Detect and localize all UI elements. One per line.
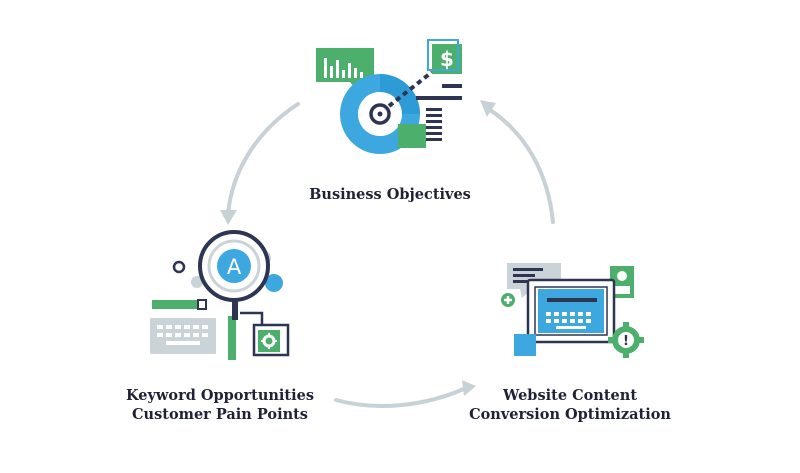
arrowhead-right: [462, 380, 476, 396]
node-label-keyword: Keyword Opportunities Customer Pain Poin…: [110, 386, 330, 424]
arrow-website-to-business: [485, 106, 555, 224]
keyword-line-2: Customer Pain Points: [132, 406, 308, 423]
svg-text:!: !: [623, 334, 629, 349]
cycle-arrows: [226, 102, 555, 408]
website-icon-group: !: [501, 263, 644, 358]
node-label-business: Business Objectives: [290, 185, 490, 204]
keyword-icon-group: A: [150, 230, 290, 360]
node-label-website: Website Content Conversion Optimization: [455, 386, 685, 424]
arrowheads: [220, 100, 496, 396]
arrow-business-to-keyword: [226, 102, 300, 216]
alert-gear-icon: !: [608, 322, 644, 358]
business-line-1: Business Objectives: [309, 186, 471, 203]
target-icon: [369, 103, 391, 125]
business-icon-group: $: [316, 39, 462, 154]
website-line-2: Conversion Optimization: [469, 406, 671, 423]
bar-chart-bars: [324, 58, 363, 78]
document-icon: [398, 124, 426, 148]
website-line-1: Website Content: [502, 387, 638, 404]
arrowhead-down: [220, 210, 237, 225]
arrowhead-up: [480, 100, 496, 117]
keyword-line-1: Keyword Opportunities: [125, 387, 315, 404]
gear-icon: [258, 330, 280, 352]
svg-text:$: $: [440, 47, 454, 71]
svg-text:A: A: [227, 255, 242, 279]
arrow-keyword-to-website: [334, 386, 468, 408]
